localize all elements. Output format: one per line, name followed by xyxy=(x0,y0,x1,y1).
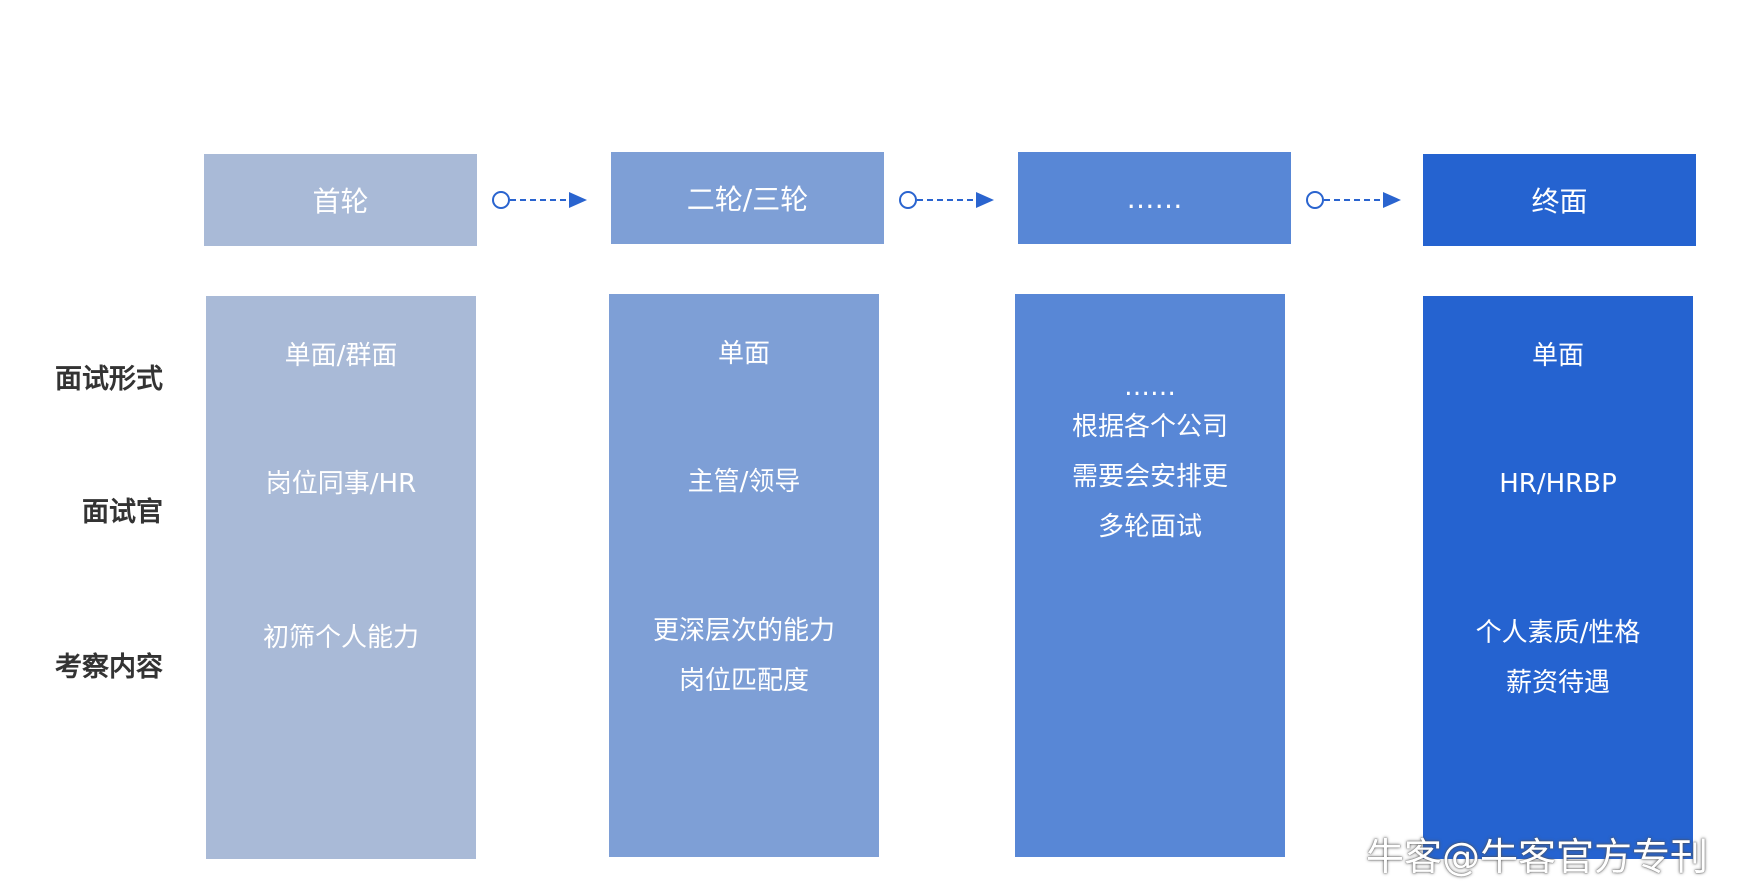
stage-column-first-round: 单面/群面 岗位同事/HR 初筛个人能力 xyxy=(206,296,476,859)
interviewer-cell: 岗位同事/HR xyxy=(265,469,417,499)
note-line: 根据各个公司 xyxy=(1071,412,1228,442)
format-cell: 单面 xyxy=(1531,341,1584,371)
flow-arrow-2-to-3 xyxy=(899,191,994,209)
stage-header-final-round: 终面 xyxy=(1423,154,1696,246)
note-cell: …… 根据各个公司 需要会安排更 多轮面试 xyxy=(1015,372,1285,552)
interviewer-cell: 主管/领导 xyxy=(687,467,801,497)
stage-column-final-round: 单面 HR/HRBP 个人素质/性格 薪资待遇 xyxy=(1423,296,1693,859)
note-line: 多轮面试 xyxy=(1097,512,1202,542)
flow-arrow-3-to-4 xyxy=(1306,191,1401,209)
content-line: 薪资待遇 xyxy=(1505,668,1610,698)
stage-header-first-round: 首轮 xyxy=(204,154,477,246)
content-line: 初筛个人能力 xyxy=(262,623,419,653)
stage-header-more-rounds: …… xyxy=(1018,152,1291,244)
note-ellipsis: …… xyxy=(1124,372,1176,402)
stage-title: 首轮 xyxy=(312,185,369,218)
row-label-interviewer: 面试官 xyxy=(82,497,163,528)
content-cell: 更深层次的能力 岗位匹配度 xyxy=(609,606,879,706)
format-cell: 单面 xyxy=(717,339,770,369)
row-label-content: 考察内容 xyxy=(55,652,163,683)
interviewer-cell: HR/HRBP xyxy=(1499,469,1617,499)
stage-header-second-third-round: 二轮/三轮 xyxy=(611,152,884,244)
content-cell: 个人素质/性格 薪资待遇 xyxy=(1423,608,1693,708)
watermark-text: 牛客@牛客官方专刊 xyxy=(1366,835,1709,879)
content-line: 更深层次的能力 xyxy=(652,616,835,646)
stage-column-more-rounds: …… 根据各个公司 需要会安排更 多轮面试 xyxy=(1015,294,1285,857)
content-cell: 初筛个人能力 xyxy=(206,613,476,663)
nowcoder-logo-icon xyxy=(1300,836,1360,883)
stage-column-second-third-round: 单面 主管/领导 更深层次的能力 岗位匹配度 xyxy=(609,294,879,857)
row-label-format: 面试形式 xyxy=(55,364,163,395)
format-cell: 单面/群面 xyxy=(284,341,398,371)
flow-arrow-1-to-2 xyxy=(492,191,587,209)
content-line: 个人素质/性格 xyxy=(1475,618,1641,648)
stage-title: …… xyxy=(1126,181,1183,215)
note-line: 需要会安排更 xyxy=(1071,462,1228,492)
content-line: 岗位匹配度 xyxy=(678,666,809,696)
stage-title: 二轮/三轮 xyxy=(686,183,809,216)
stage-title: 终面 xyxy=(1531,185,1588,218)
watermark: 牛客@牛客官方专刊 xyxy=(1300,826,1708,883)
